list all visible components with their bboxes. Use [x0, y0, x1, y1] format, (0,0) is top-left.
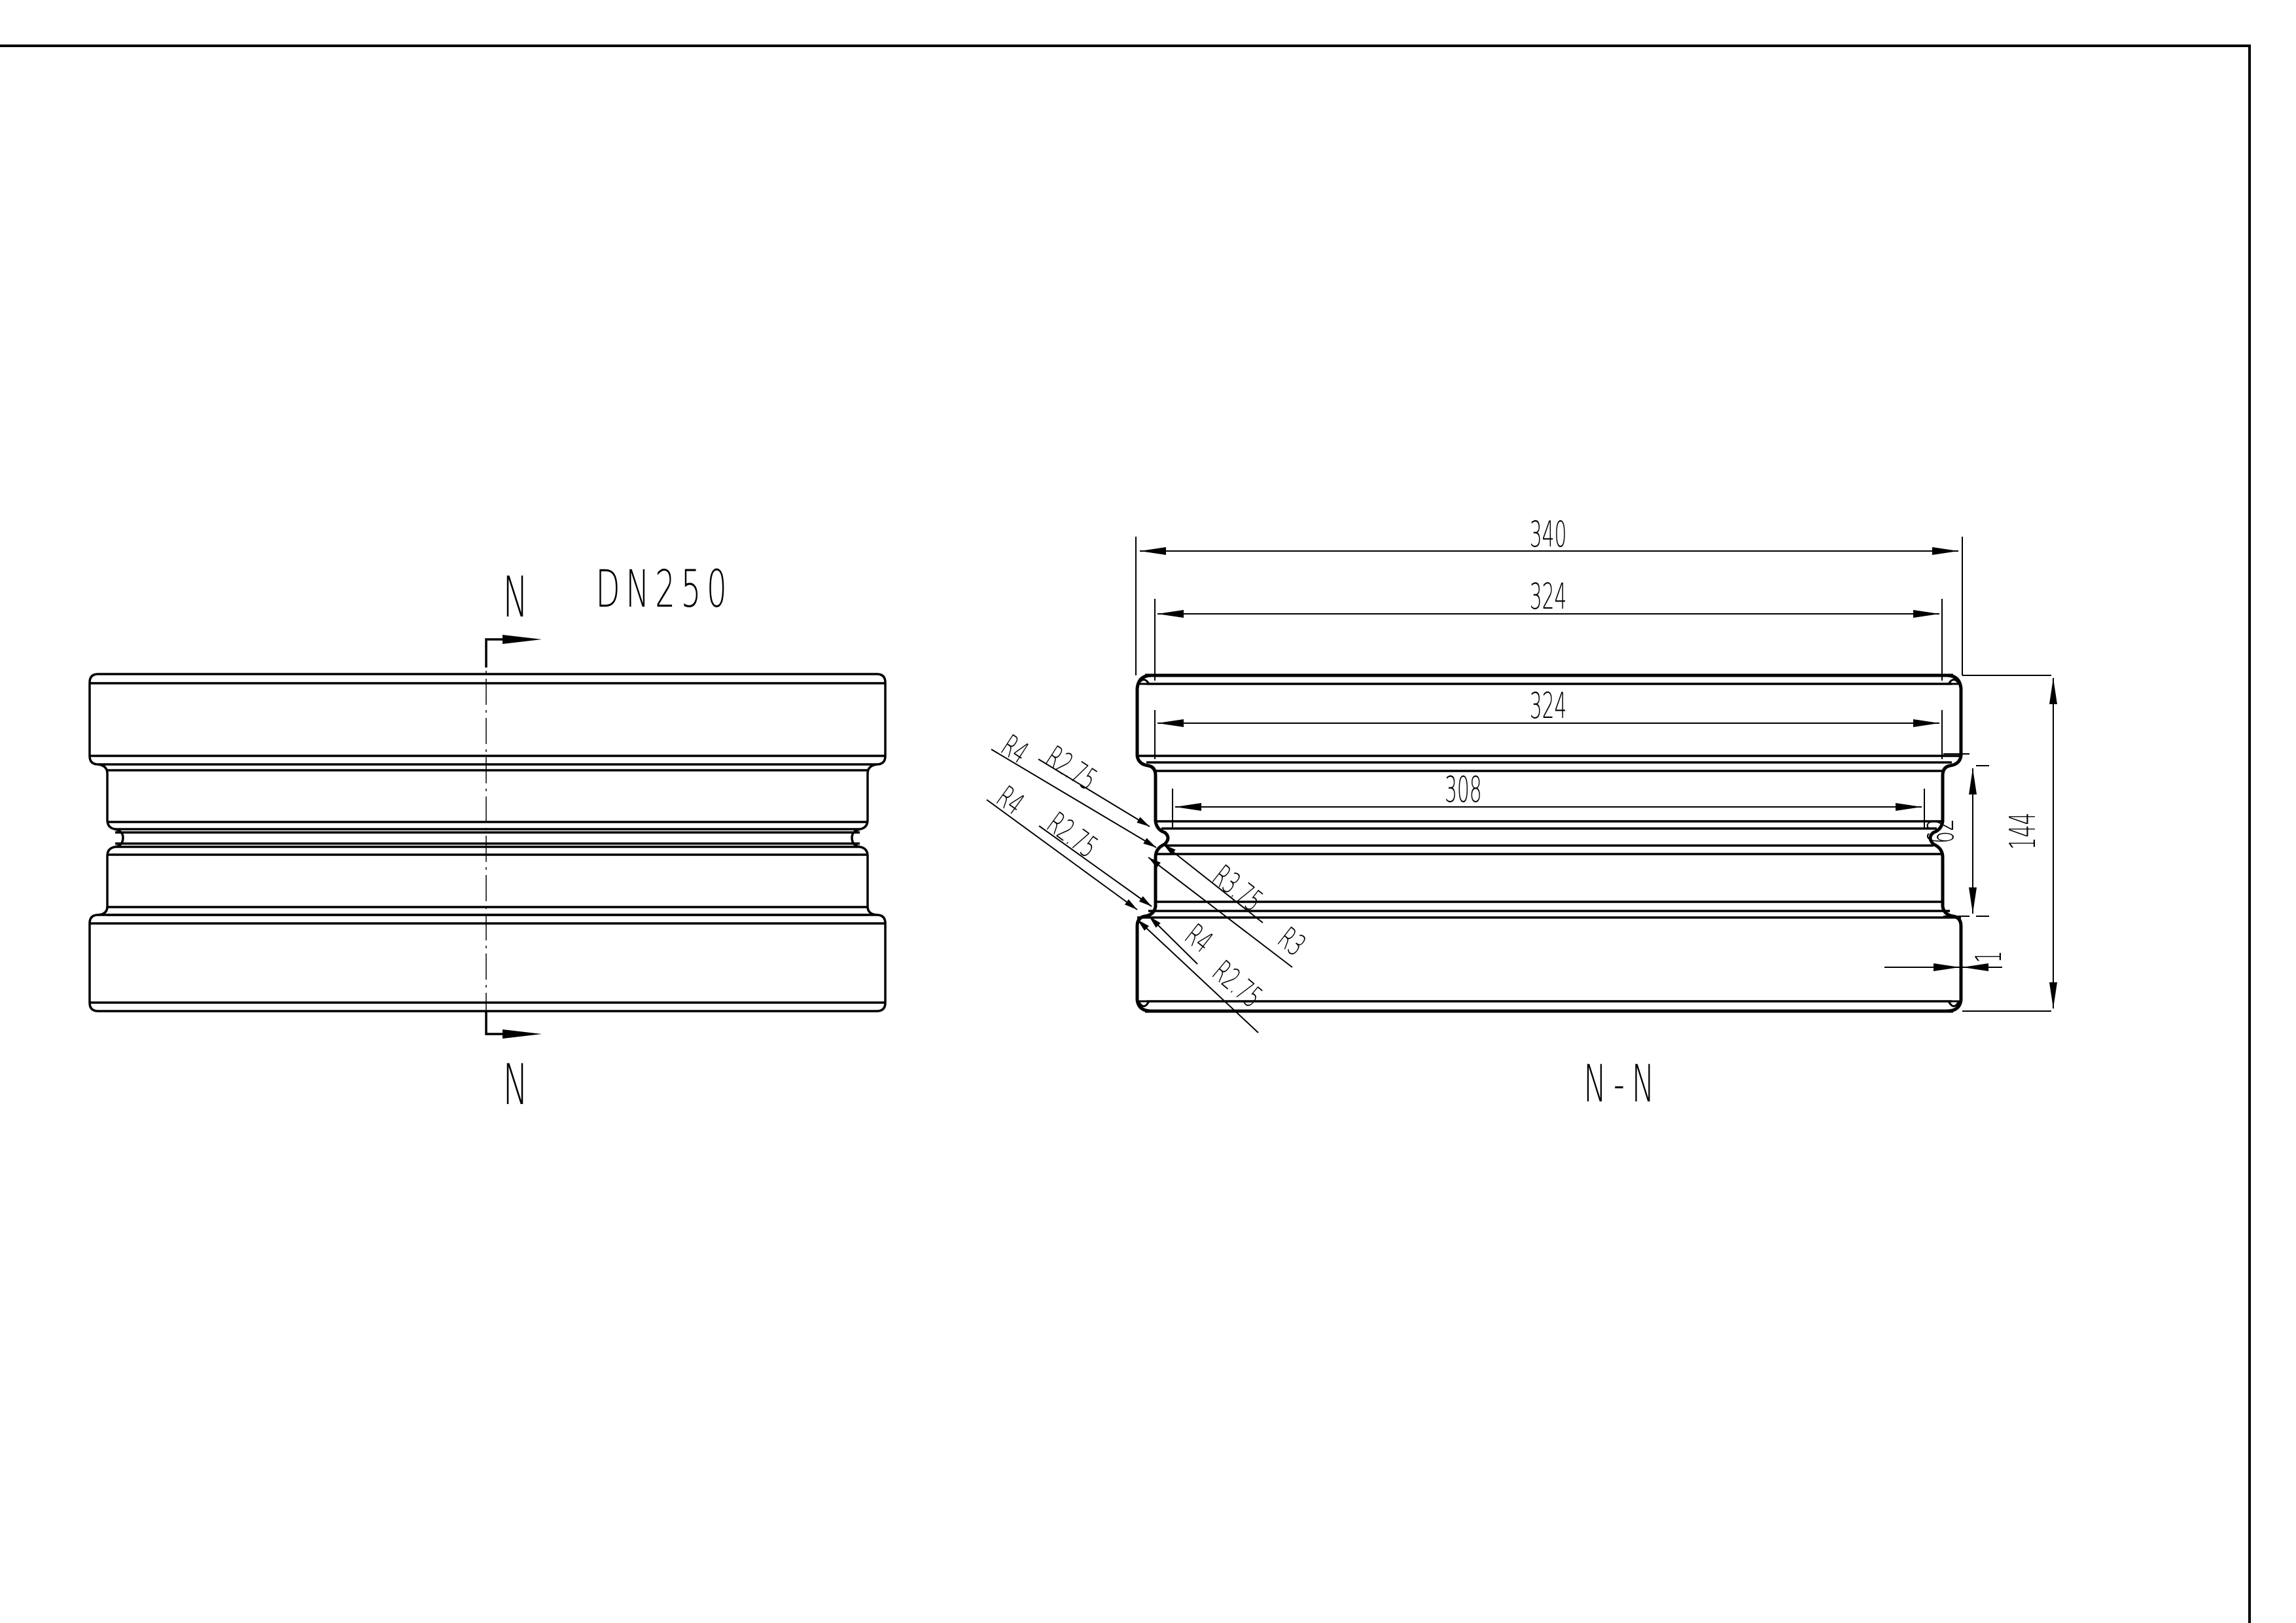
dim-total-height: 144	[2004, 813, 2044, 850]
elevation-view	[88, 673, 887, 1012]
horizontal-dimensions	[1135, 537, 1963, 828]
radius-leaders	[986, 749, 1293, 1033]
section-view-title: N-N	[1583, 1054, 1661, 1114]
vertical-dimensions	[1884, 675, 2057, 1012]
drawing-frame	[0, 45, 2251, 1623]
dim-mid-inner-width: 324	[1530, 687, 1567, 727]
nominal-size-label: DN250	[595, 560, 732, 619]
section-inner-lines	[1137, 683, 1961, 1003]
dim-middle-height: 62	[1922, 819, 1962, 844]
radius-label: R4	[991, 779, 1031, 822]
section-line	[485, 635, 542, 1039]
rolled-edges	[1137, 679, 1961, 1007]
radius-label: R4	[1178, 918, 1219, 960]
dim-top-inner-width: 324	[1530, 577, 1567, 618]
section-marker-top: N	[503, 564, 529, 630]
radius-label: R2.75	[1041, 806, 1104, 865]
dim-wall-thickness: 1	[1969, 951, 2010, 963]
dim-groove-inner-width: 308	[1445, 770, 1482, 811]
radius-label: R4	[995, 728, 1034, 770]
dim-overall-width: 340	[1530, 515, 1567, 556]
section-marker-bottom: N	[503, 1052, 529, 1118]
radius-label: R2.75	[1040, 739, 1103, 797]
radius-label: R2.75	[1206, 954, 1269, 1014]
